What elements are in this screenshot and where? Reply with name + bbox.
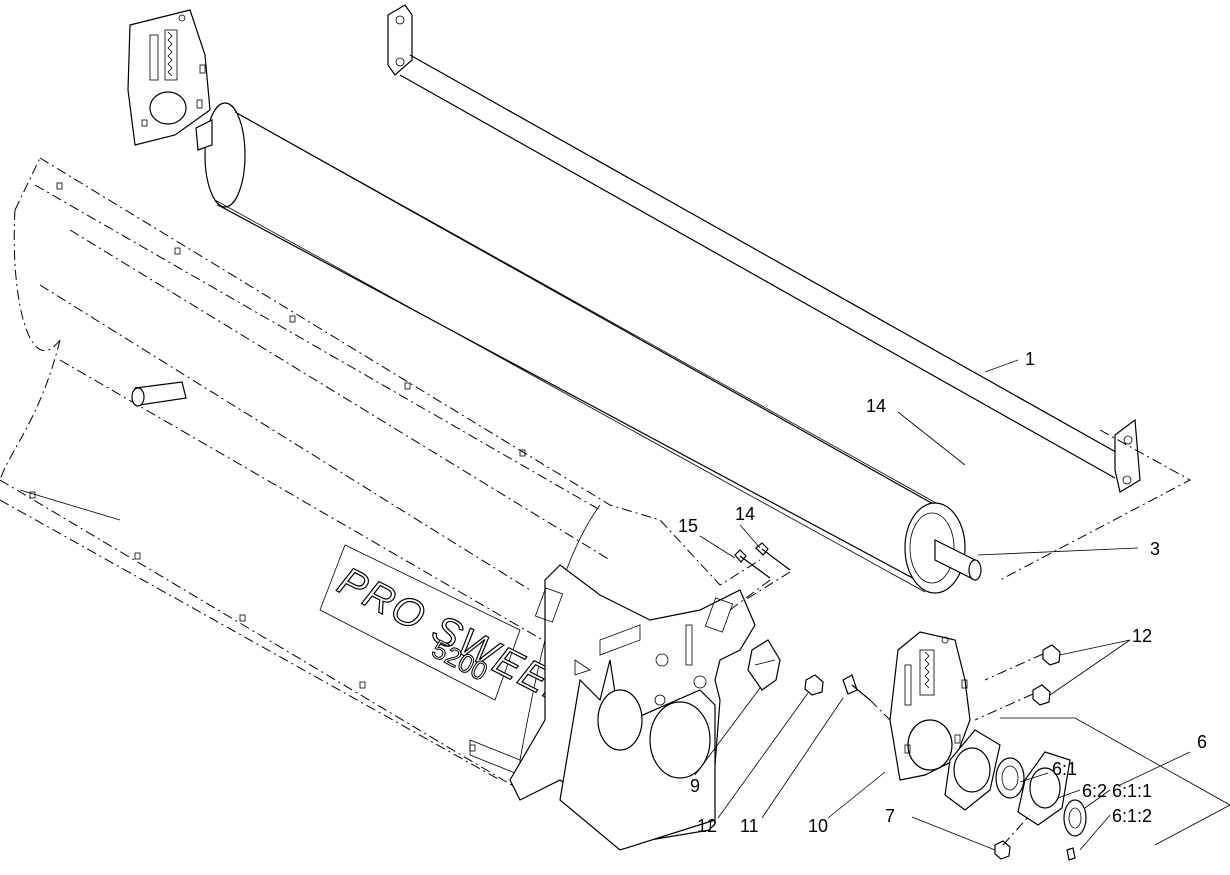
callout-14-left: 14 [735, 504, 755, 524]
bearing-assembly [944, 729, 1087, 861]
pin [131, 381, 187, 407]
callout-7: 7 [885, 806, 895, 826]
callout-6: 6 [1197, 732, 1207, 752]
callout-1: 1 [1025, 349, 1035, 369]
leader-lines [694, 359, 1230, 851]
nuts-12-right [974, 644, 1061, 721]
callout-14-right: 14 [866, 396, 886, 416]
callout-15: 15 [678, 516, 698, 536]
right-bearing-plate [889, 631, 971, 781]
bolt-11 [842, 674, 901, 731]
bolts-14-15 [729, 542, 791, 611]
clip [747, 639, 781, 691]
callout-6-2: 6:2 [1082, 781, 1107, 801]
support-rod [387, 4, 1192, 581]
roller [195, 102, 982, 594]
callout-12-right: 12 [1132, 626, 1152, 646]
callout-11: 11 [740, 816, 759, 836]
callout-10: 10 [808, 816, 828, 836]
nut-12-left [804, 674, 824, 696]
right-side-frame [509, 564, 756, 851]
callout-6-1-2: 6:1:2 [1112, 806, 1152, 826]
callout-labels: 1 3 6 6:1 6:2 6:1:1 6:1:2 7 9 10 11 12 1… [678, 349, 1207, 836]
brand-decal: PRO SWEEP 5200 [319, 544, 583, 717]
callout-9: 9 [690, 776, 700, 796]
callout-3: 3 [1150, 539, 1160, 559]
callout-6-1-1: 6:1:1 [1112, 781, 1152, 801]
callout-6-1: 6:1 [1052, 759, 1077, 779]
callout-12-left: 12 [697, 816, 717, 836]
hopper-body [0, 157, 761, 791]
left-bearing-plate [127, 9, 211, 146]
